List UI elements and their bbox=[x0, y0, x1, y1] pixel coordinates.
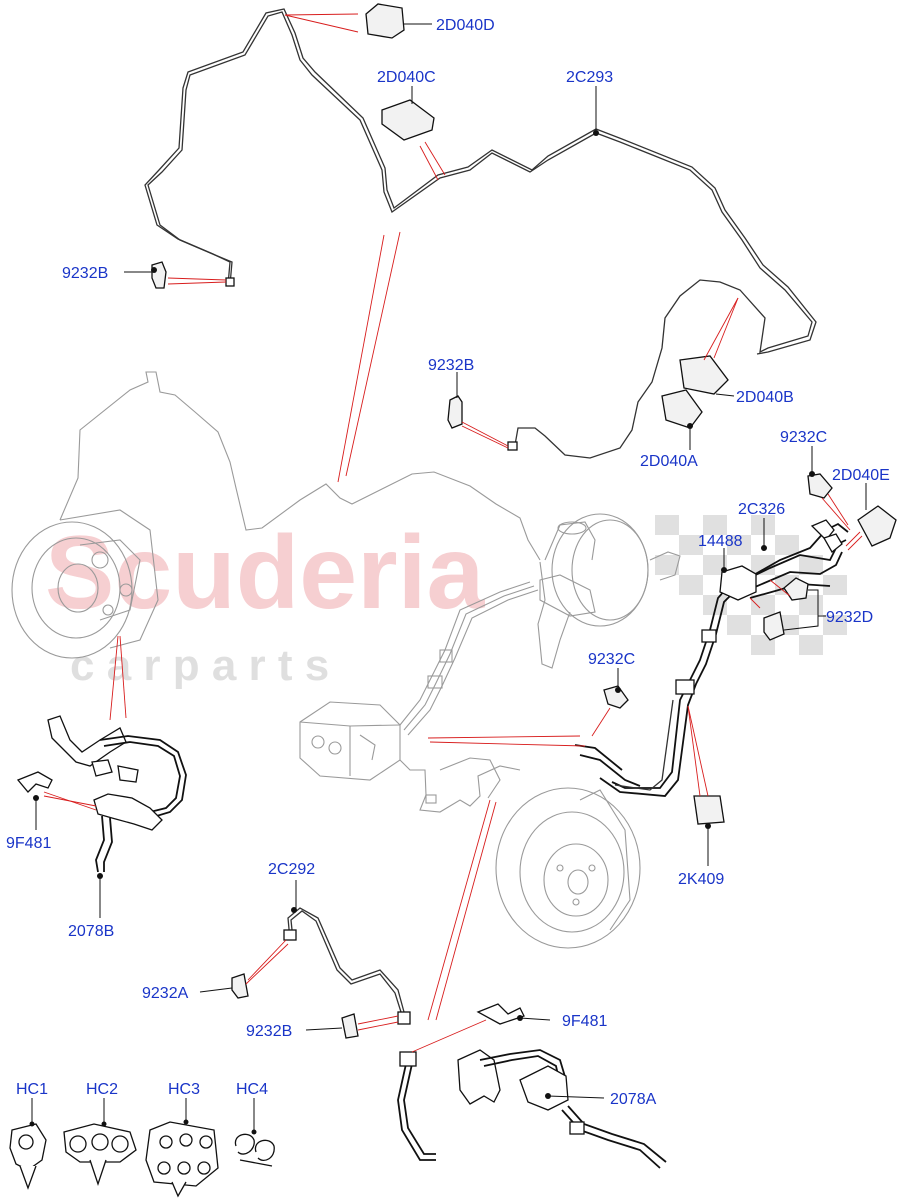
clip-icon bbox=[145, 1119, 219, 1198]
label-2d040a[interactable]: 2D040A bbox=[640, 453, 698, 470]
label-9f481-left[interactable]: 9F481 bbox=[6, 835, 51, 852]
watermark-sub: c a r p a r t s bbox=[70, 641, 329, 690]
clip-icon bbox=[9, 1121, 47, 1190]
callout-leaders bbox=[31, 23, 867, 1132]
label-9232a[interactable]: 9232A bbox=[142, 985, 189, 1002]
brake-disc-icon bbox=[495, 787, 641, 949]
label-hc1[interactable]: HC1 bbox=[16, 1081, 48, 1098]
label-hc2[interactable]: HC2 bbox=[86, 1081, 118, 1098]
label-9f481-right[interactable]: 9F481 bbox=[562, 1013, 607, 1030]
label-9232c-top[interactable]: 9232C bbox=[780, 429, 827, 446]
label-2d040e[interactable]: 2D040E bbox=[832, 467, 890, 484]
label-2d040b[interactable]: 2D040B bbox=[736, 389, 794, 406]
brake-pipe-2c292 bbox=[283, 907, 411, 1025]
brake-hose-icon bbox=[16, 715, 187, 879]
clip-icon bbox=[234, 1129, 275, 1167]
label-hc4[interactable]: HC4 bbox=[236, 1081, 268, 1098]
label-2078a[interactable]: 2078A bbox=[610, 1091, 657, 1108]
label-2c293[interactable]: 2C293 bbox=[566, 69, 613, 86]
label-9232d[interactable]: 9232D bbox=[826, 609, 873, 626]
brake-disc-icon bbox=[11, 509, 159, 659]
label-2k409[interactable]: 2K409 bbox=[678, 871, 724, 888]
label-2d040d[interactable]: 2D040D bbox=[436, 17, 495, 34]
label-2078b[interactable]: 2078B bbox=[68, 923, 114, 940]
checkered-flag-icon bbox=[655, 515, 847, 655]
highlight-leaders bbox=[43, 13, 863, 1053]
fittings bbox=[151, 3, 897, 1039]
label-2d040c[interactable]: 2D040C bbox=[377, 69, 436, 86]
part-labels: 2D040D 2D040C 2C293 9232B 9232B 2D040B 2… bbox=[6, 17, 890, 1108]
label-2c292[interactable]: 2C292 bbox=[268, 861, 315, 878]
label-9232c-mid[interactable]: 9232C bbox=[588, 651, 635, 668]
label-2c326[interactable]: 2C326 bbox=[738, 501, 785, 518]
label-9232b-mid[interactable]: 9232B bbox=[428, 357, 474, 374]
label-14488[interactable]: 14488 bbox=[698, 533, 743, 550]
master-cylinder-icon bbox=[539, 513, 681, 627]
label-9232b-top[interactable]: 9232B bbox=[62, 265, 108, 282]
ghost-pipe-rear bbox=[59, 371, 571, 669]
brake-hose-icon bbox=[397, 1003, 667, 1169]
brake-pipe-2c326 bbox=[574, 519, 849, 797]
clip-icon bbox=[63, 1121, 137, 1187]
abs-module-icon bbox=[299, 581, 539, 813]
label-9232b-low[interactable]: 9232B bbox=[246, 1023, 292, 1040]
label-hc3[interactable]: HC3 bbox=[168, 1081, 200, 1098]
